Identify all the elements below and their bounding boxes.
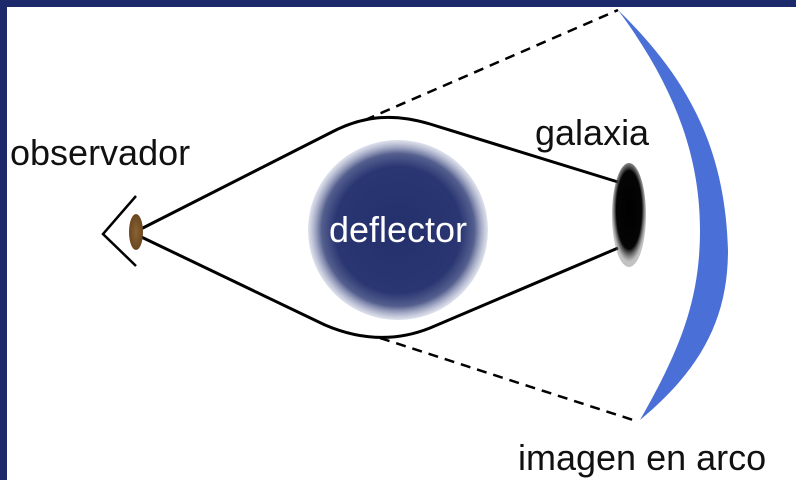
galaxy-shape [612,163,646,267]
deflector-label: deflector [329,209,467,250]
observer-label: observador [10,132,190,173]
arc-image-label: imagen en arco [518,437,766,478]
projection-line-bottom [379,336,634,422]
lensing-diagram: deflector observador galaxia imagen en a… [10,8,766,478]
light-path-bottom [132,231,619,339]
eye-icon [101,195,143,267]
light-path-top [132,115,619,235]
lensed-arc-shape [618,10,728,420]
diagram-panel: deflector observador galaxia imagen en a… [7,7,796,480]
galaxy-label: galaxia [535,112,650,153]
deflector-mass [308,140,488,320]
projection-line-top [364,8,619,122]
